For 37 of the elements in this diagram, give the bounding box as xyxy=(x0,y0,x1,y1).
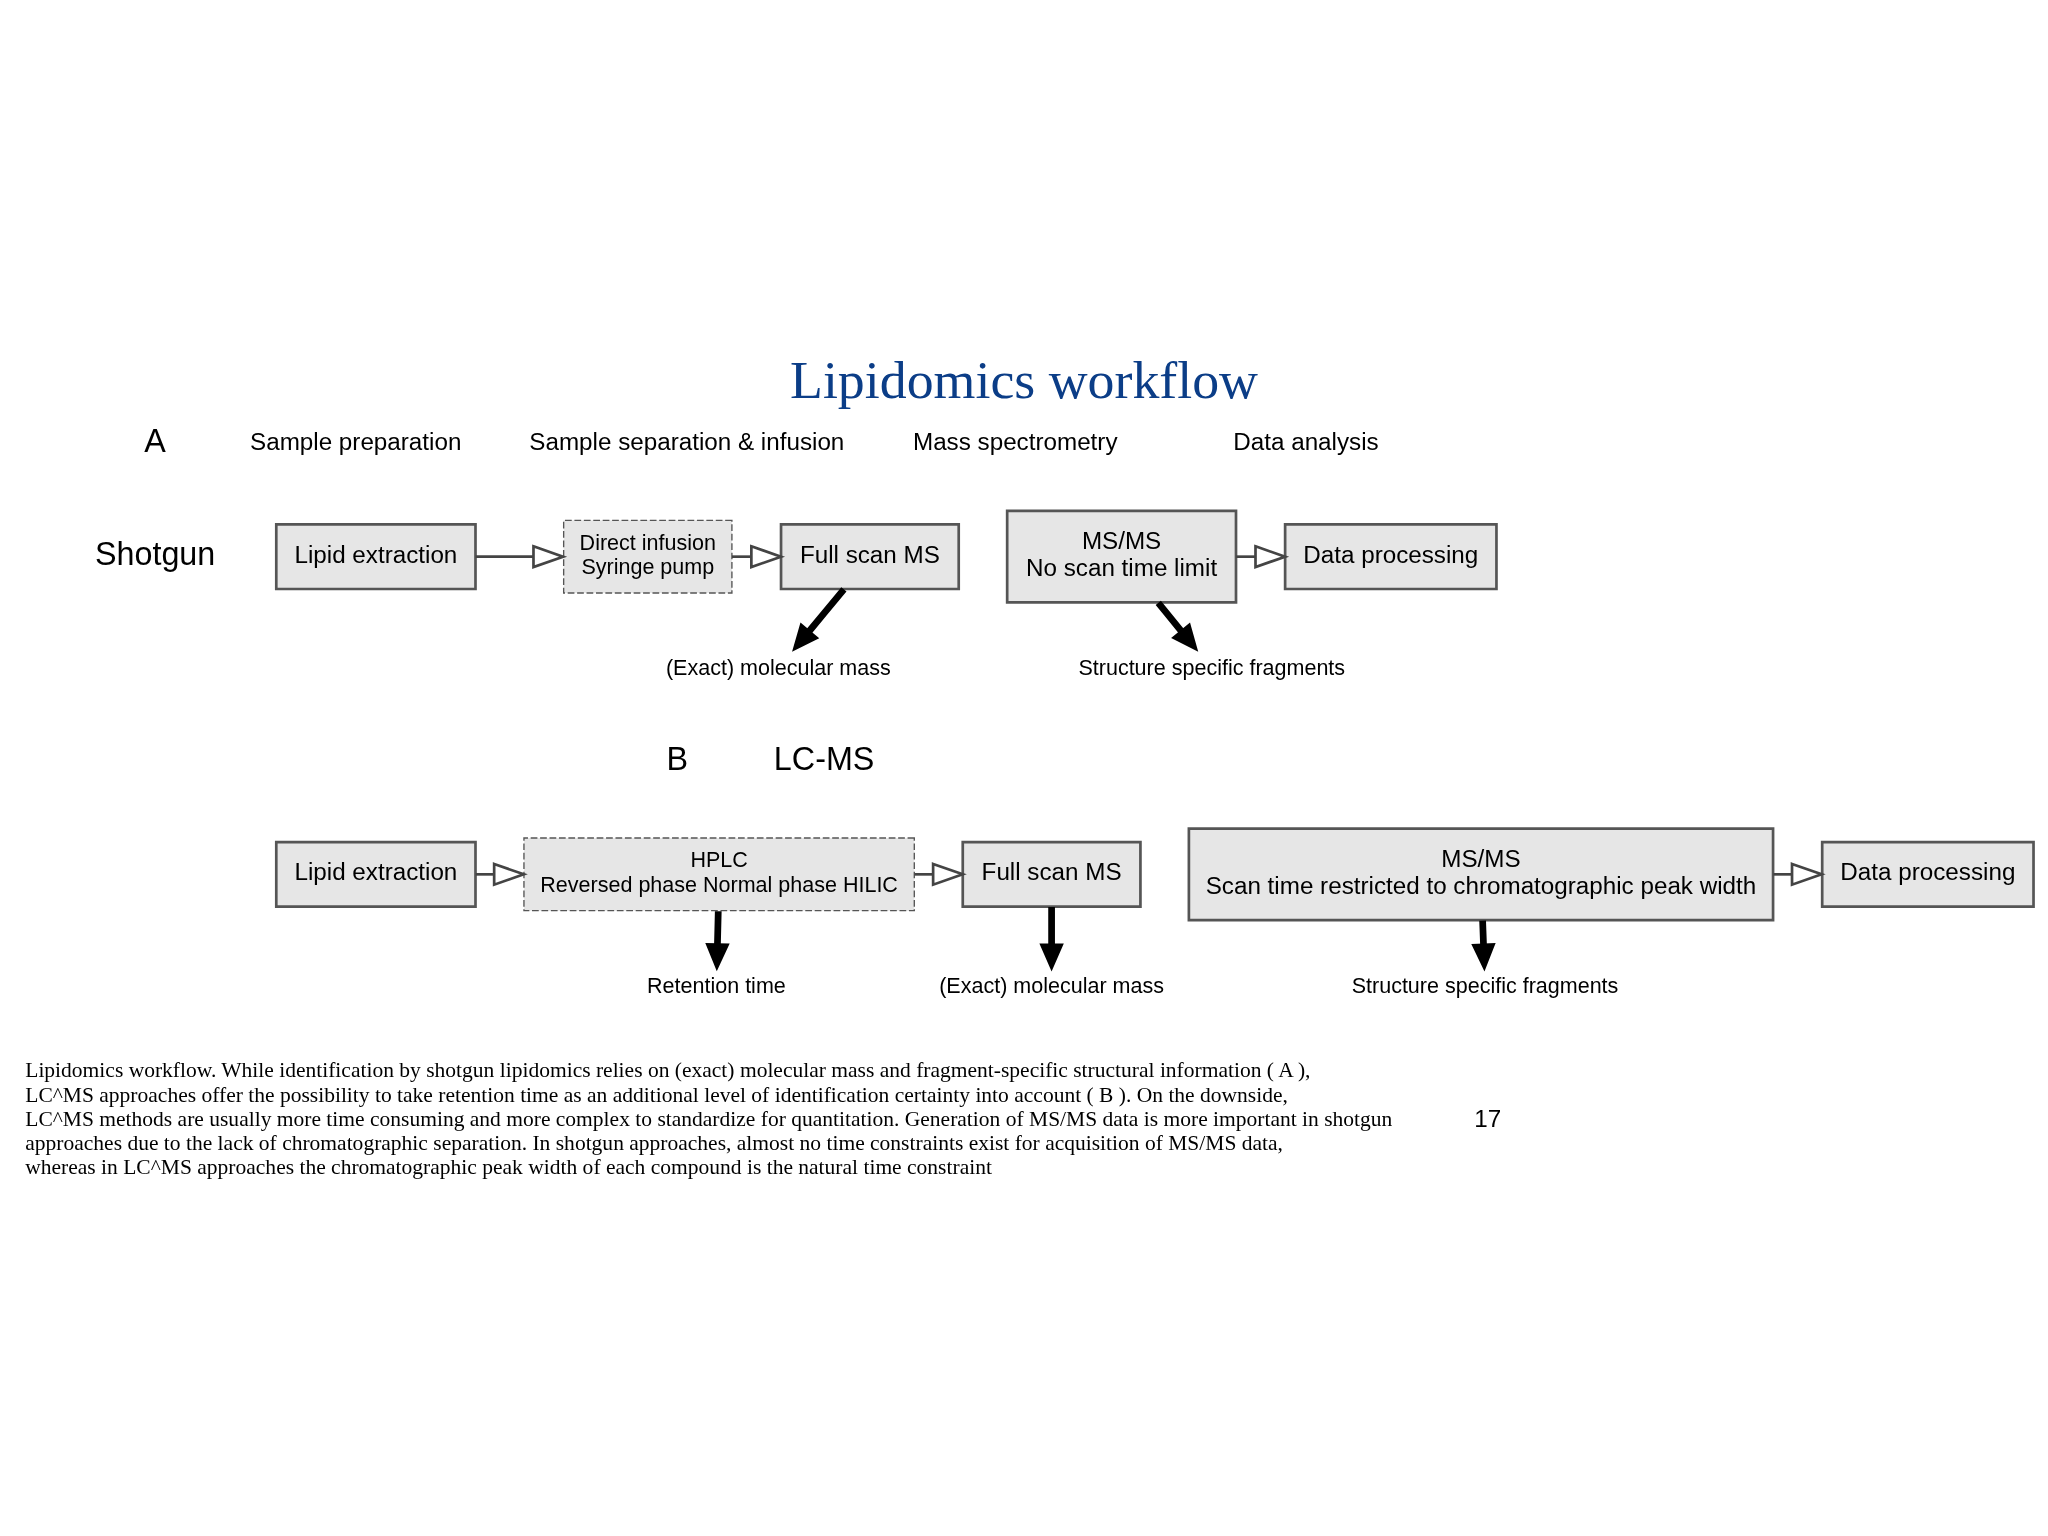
label: Data analysis xyxy=(1233,427,1379,455)
label: Sample preparation xyxy=(250,427,462,455)
node-box: HPLC Reversed phase Normal phase HILIC xyxy=(523,837,915,912)
node-box: Data processing xyxy=(1283,523,1498,591)
label: Sample separation & infusion xyxy=(529,427,845,455)
arrow xyxy=(475,862,528,887)
label: A xyxy=(144,422,166,459)
arrow xyxy=(705,911,730,972)
arrow xyxy=(792,587,847,652)
arrow xyxy=(731,544,786,569)
arrow xyxy=(1471,920,1496,972)
node-box: MS/MS Scan time restricted to chromatographic peak width xyxy=(1187,827,1775,922)
node-box: Direct infusion Syringe pump xyxy=(563,519,733,594)
arrow xyxy=(1236,544,1290,569)
arrow xyxy=(914,862,967,887)
node-box: MS/MS No scan time limit xyxy=(1005,509,1238,604)
arrow xyxy=(1155,600,1199,652)
arrow xyxy=(1039,907,1064,972)
node-text: Structure specific fragments xyxy=(1351,973,1619,998)
label: Shotgun xyxy=(94,536,216,573)
node-box: Data processing xyxy=(1820,840,2035,908)
label: B xyxy=(666,740,689,777)
label: 17 xyxy=(1474,1104,1502,1132)
label: Mass spectrometry xyxy=(912,427,1118,455)
node-box: Full scan MS xyxy=(961,840,1142,908)
diagram-title: Lipidomics workflow xyxy=(790,349,1258,410)
node-text: (Exact) molecular mass xyxy=(665,655,891,680)
label: LC-MS xyxy=(773,740,875,777)
arrow xyxy=(475,544,568,569)
node-box: Full scan MS xyxy=(779,523,961,591)
node-box: Lipid extraction xyxy=(274,523,477,591)
caption: Lipidomics workflow. While identification by shotgun lipidomics relies on (exact) molecular mass and fragment-specific structural information ( A ), LC^MS approaches offer the possibility to take retention time as an additional level of identification certainty into account ( B ). On the downside, LC^MS methods are usually more time consuming and more complex to standardize for quantitation. Generation of MS/MS data is more important in shotgun approaches due to the lack of chromatographic separation. In shotgun approaches, almost no time constraints exist for acquisition of MS/MS data, whereas in LC^MS approaches the chromatographic peak width of each compound is the natural time constraint xyxy=(25,1058,1393,1180)
node-box: Lipid extraction xyxy=(274,840,477,908)
node-text: Structure specific fragments xyxy=(1078,655,1346,680)
node-text: (Exact) molecular mass xyxy=(939,973,1164,998)
node-text: Retention time xyxy=(647,973,786,998)
arrow xyxy=(1773,862,1826,887)
